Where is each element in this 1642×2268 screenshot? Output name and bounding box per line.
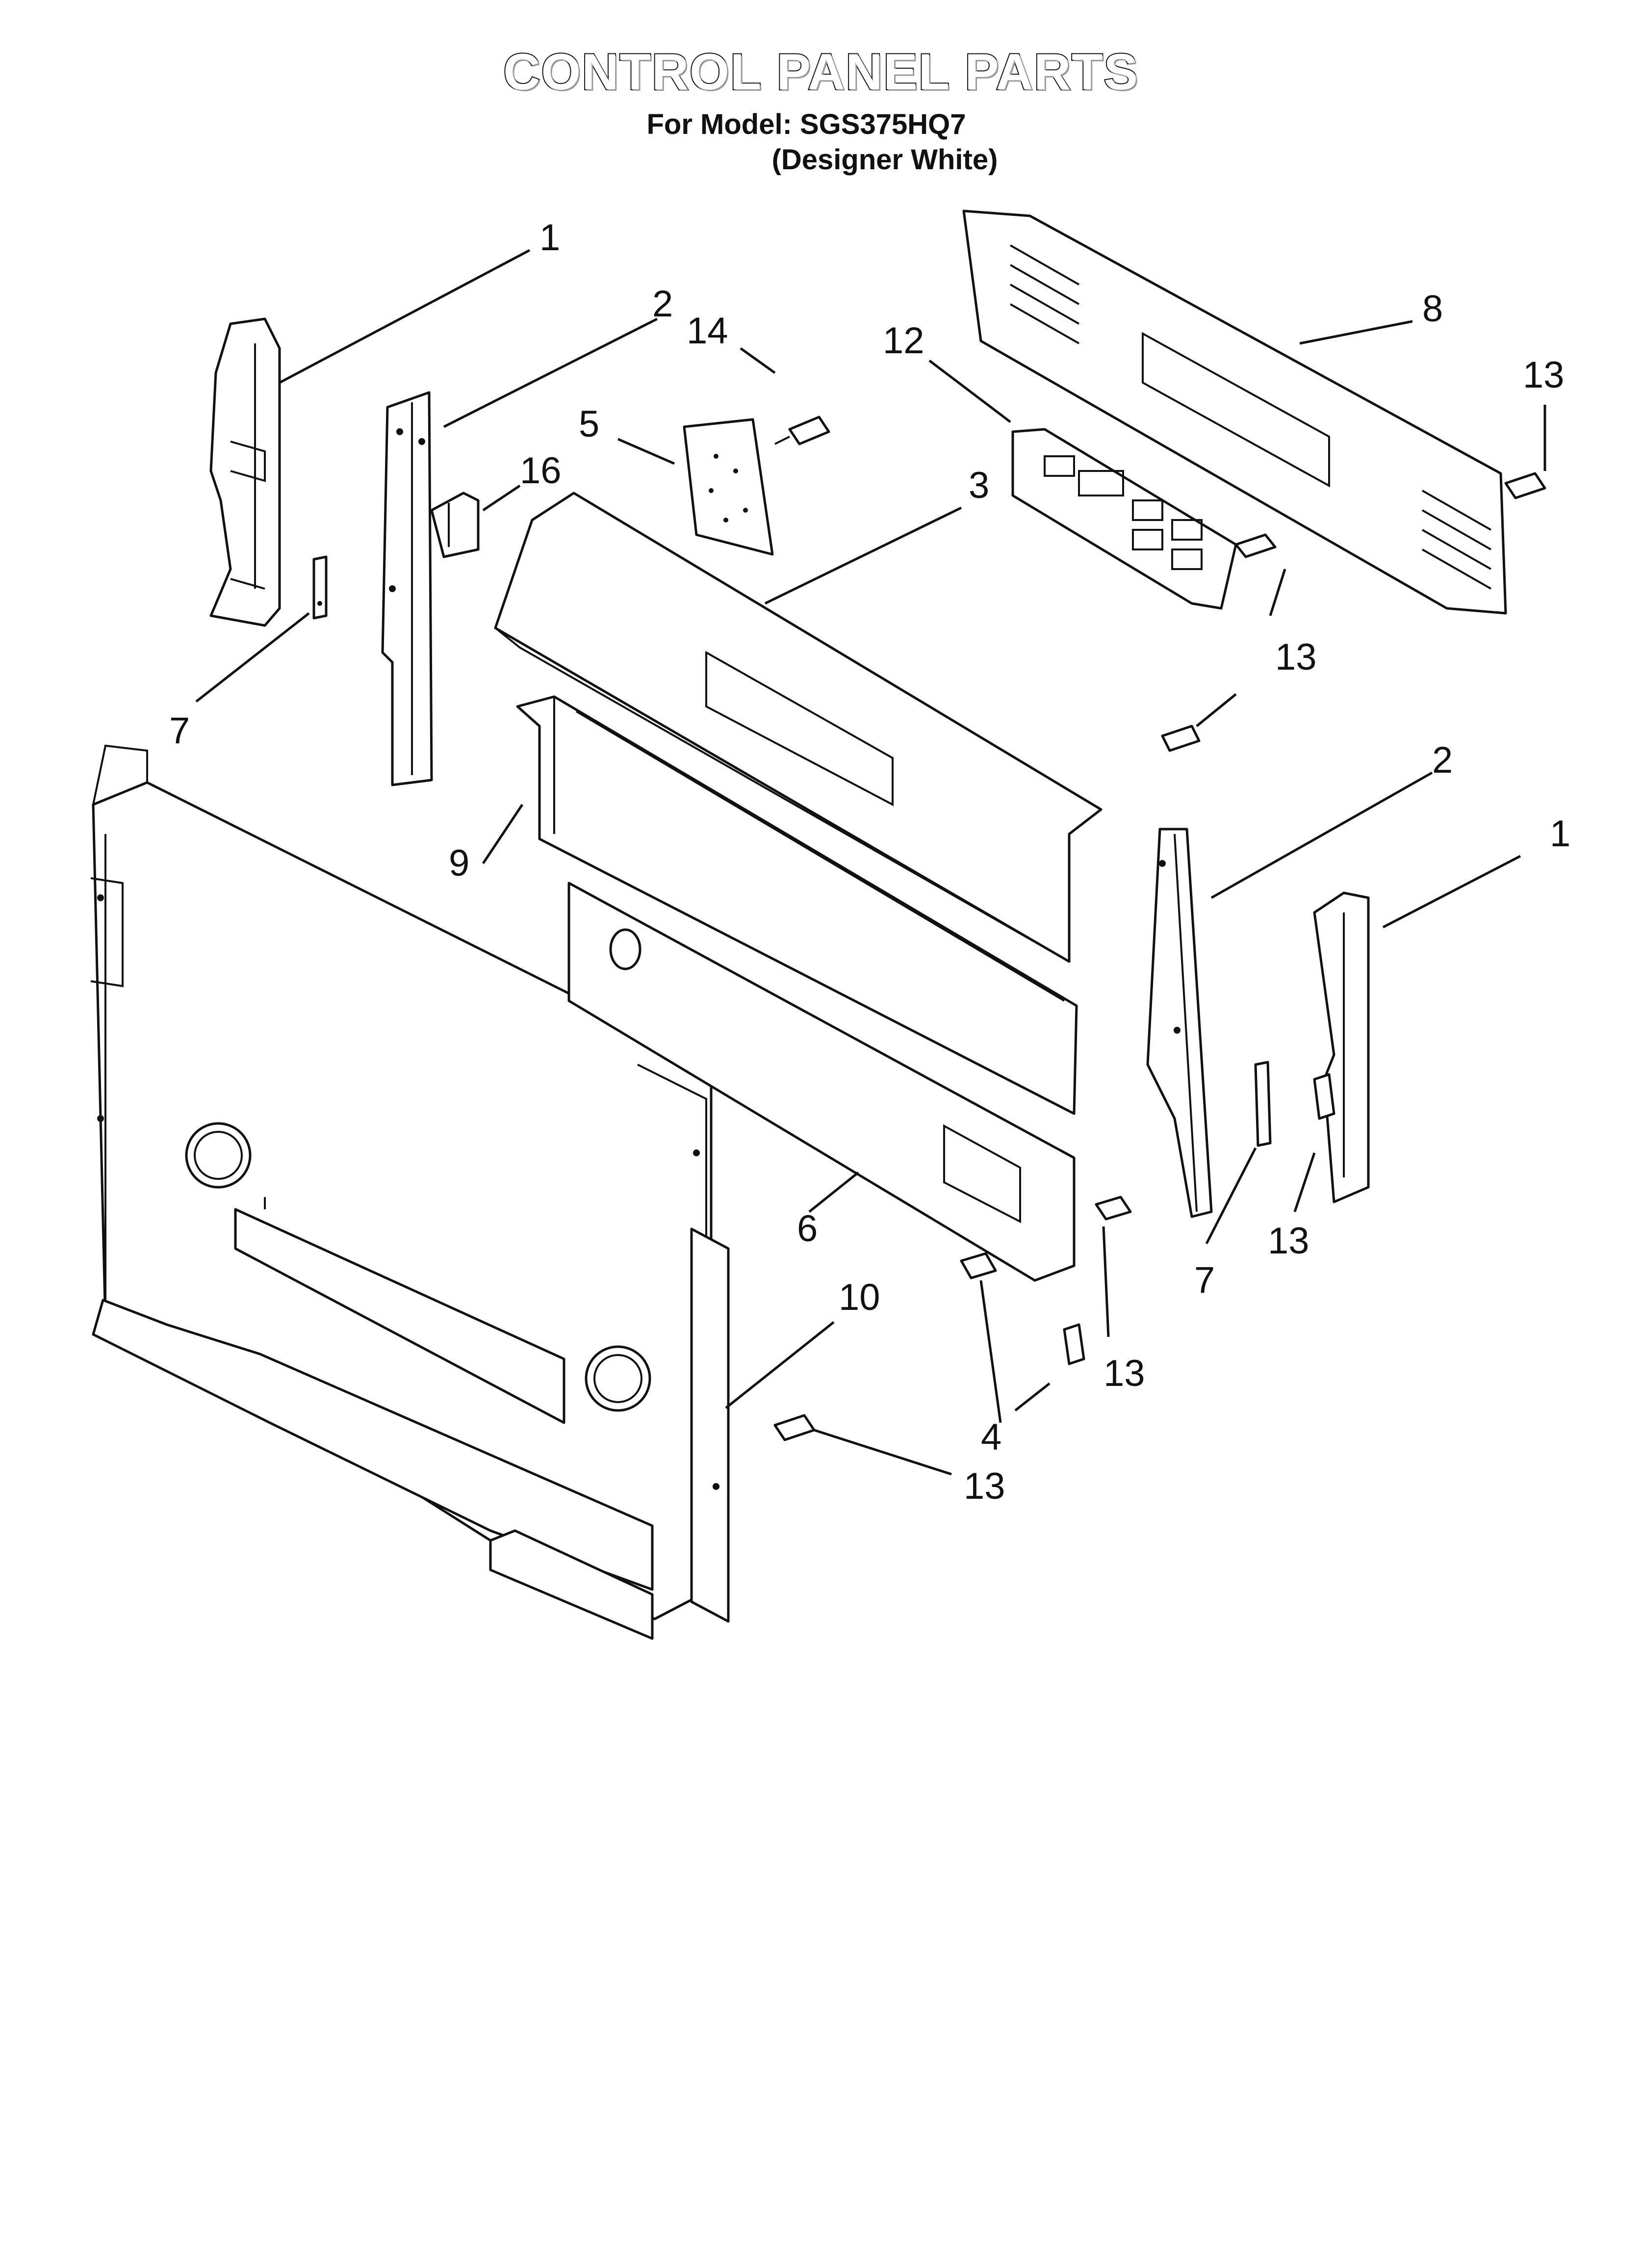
callout-2-right: 2: [1432, 739, 1453, 781]
part-8-vented-panel: [962, 209, 1507, 615]
callout-labels: 1 2 14 12 8 13 5 16 3 13 7 2 1 9 6 7 13 …: [169, 217, 1570, 1507]
callout-1-left: 1: [539, 217, 560, 259]
callout-13-right: 13: [1268, 1220, 1309, 1262]
model-variant: (Designer White): [771, 144, 998, 176]
model-number: For Model: SGS375HQ7: [646, 108, 966, 140]
part-3-backguard: [494, 492, 1103, 963]
callout-13-top-right: 13: [1523, 354, 1565, 396]
callout-4: 4: [981, 1416, 1001, 1458]
callout-12: 12: [883, 320, 924, 362]
part-6-lower-panel: [567, 882, 1076, 1282]
callout-1-right: 1: [1550, 813, 1570, 855]
callout-2-left: 2: [652, 283, 673, 325]
page-title: CONTROL PANEL PARTS: [502, 43, 1139, 102]
leader-lines: [195, 249, 1546, 1476]
callout-10: 10: [839, 1277, 880, 1318]
part-14-screw: [774, 416, 830, 445]
callout-7-left: 7: [169, 710, 190, 752]
part-7-left-clip: [312, 555, 328, 620]
callout-13-upper: 13: [1275, 636, 1317, 678]
part-7-right-clip: [1254, 1061, 1272, 1147]
part-16-clip: [430, 492, 480, 558]
part-2-left-side-bracket: [381, 391, 433, 786]
callout-3: 3: [969, 465, 989, 506]
part-2-right-side-bracket: [1146, 828, 1213, 1218]
callout-13-bottom: 13: [964, 1465, 1005, 1507]
callout-13-mid: 13: [1103, 1353, 1145, 1394]
callout-7-right: 7: [1194, 1259, 1215, 1301]
part-1-right-end-cap: [1313, 891, 1370, 1203]
callout-16: 16: [520, 450, 562, 492]
callout-5: 5: [579, 403, 599, 445]
callout-8: 8: [1422, 288, 1443, 330]
callout-9: 9: [449, 842, 469, 884]
part-13-screws: [773, 472, 1546, 1441]
part-4-screws: [960, 1252, 1085, 1365]
callout-14: 14: [687, 310, 728, 352]
callout-6: 6: [797, 1208, 818, 1250]
part-9-trim: [516, 695, 1078, 1115]
part-5-circuit-board: [683, 418, 774, 556]
part-1-left-end-cap: [209, 317, 281, 627]
part-10-rear-panel: [90, 744, 730, 1640]
part-12-control-board: [1011, 428, 1237, 610]
